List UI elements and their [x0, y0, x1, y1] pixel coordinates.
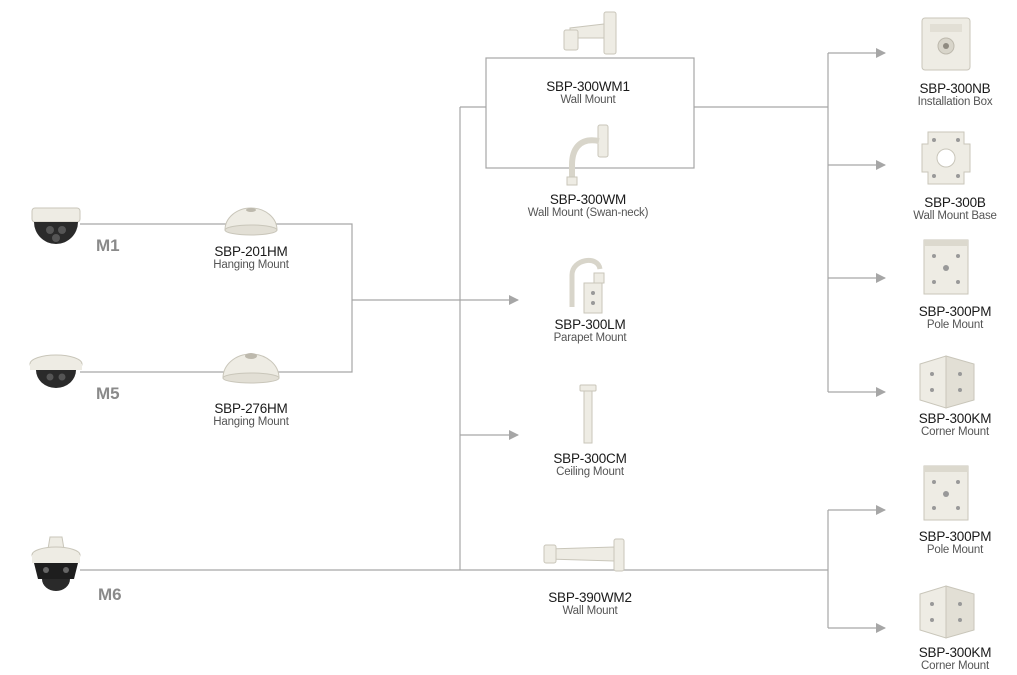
model-name: SBP-300PM: [918, 529, 992, 544]
model-name: SBP-300LM: [554, 317, 626, 332]
label-sbp-300cm: SBP-300CM Ceiling Mount: [553, 451, 627, 479]
model-description: Wall Mount Base: [913, 210, 997, 223]
model-name: SBP-300WM1: [546, 79, 630, 94]
model-description: Ceiling Mount: [556, 466, 624, 479]
model-description: Wall Mount (Swan-neck): [527, 207, 649, 220]
corner-mount-icon: [919, 585, 975, 639]
model-name: SBP-300KM: [918, 645, 992, 660]
camera-tag-m5: M5: [96, 384, 120, 403]
model-name: SBP-300NB: [919, 81, 991, 96]
model-name: SBP-300KM: [918, 411, 992, 426]
dome-camera-icon: [31, 207, 81, 244]
label-sbp-300pm-a: SBP-300PM Pole Mount: [918, 304, 992, 332]
model-name: SBP-300B: [924, 195, 986, 210]
label-sbp-276hm: SBP-276HM Hanging Mount: [213, 401, 289, 429]
label-sbp-300km-b: SBP-300KM Corner Mount: [918, 645, 992, 673]
model-description: Wall Mount: [560, 94, 616, 107]
installation-box-icon: [921, 17, 971, 71]
wall-mount-base-icon: [921, 131, 971, 185]
label-sbp-300lm: SBP-300LM Parapet Mount: [553, 317, 627, 345]
model-description: Corner Mount: [921, 660, 989, 673]
label-sbp-300b: SBP-300B Wall Mount Base: [913, 195, 997, 223]
model-description: Hanging Mount: [213, 259, 289, 272]
label-sbp-201hm: SBP-201HM Hanging Mount: [213, 244, 289, 272]
model-name: SBP-201HM: [214, 244, 288, 259]
pole-mount-icon: [923, 239, 969, 295]
swan-neck-mount-icon: [566, 124, 609, 186]
model-name: SBP-300CM: [553, 451, 627, 466]
wall-mount-icon: [563, 11, 617, 55]
model-name: SBP-390WM2: [548, 590, 632, 605]
label-sbp-390wm2: SBP-390WM2 Wall Mount: [548, 590, 632, 618]
hanging-mount-icon: [222, 353, 280, 384]
corner-mount-icon: [919, 355, 975, 409]
label-sbp-300km-a: SBP-300KM Corner Mount: [918, 411, 992, 439]
label-sbp-300nb: SBP-300NB Installation Box: [917, 81, 993, 109]
model-name: SBP-276HM: [214, 401, 288, 416]
label-sbp-300wm: SBP-300WM Wall Mount (Swan-neck): [527, 192, 649, 220]
pole-mount-icon: [923, 465, 969, 521]
camera-tag-m6: M6: [98, 585, 122, 604]
camera-tag-m1: M1: [96, 236, 120, 255]
connector-lines: [80, 48, 886, 633]
wall-mount-group-box: [485, 57, 695, 169]
model-name: SBP-300PM: [918, 304, 992, 319]
model-description: Wall Mount: [562, 605, 618, 618]
connector-hanging-merge: [272, 223, 353, 373]
model-description: Installation Box: [917, 96, 993, 109]
parapet-mount-icon: [569, 258, 605, 314]
model-description: Pole Mount: [926, 544, 984, 557]
label-sbp-300wm1: SBP-300WM1 Wall Mount: [546, 79, 630, 107]
dome-camera-icon: [29, 354, 83, 388]
model-description: Hanging Mount: [213, 416, 289, 429]
pendant-camera-icon: [31, 536, 81, 591]
wall-mount-arm-icon: [543, 538, 625, 572]
model-name: SBP-300WM: [549, 192, 627, 207]
model-description: Parapet Mount: [553, 332, 627, 345]
model-description: Corner Mount: [921, 426, 989, 439]
ceiling-mount-icon: [579, 384, 597, 444]
hanging-mount-icon: [224, 207, 278, 236]
model-description: Pole Mount: [926, 319, 984, 332]
label-sbp-300pm-b: SBP-300PM Pole Mount: [918, 529, 992, 557]
